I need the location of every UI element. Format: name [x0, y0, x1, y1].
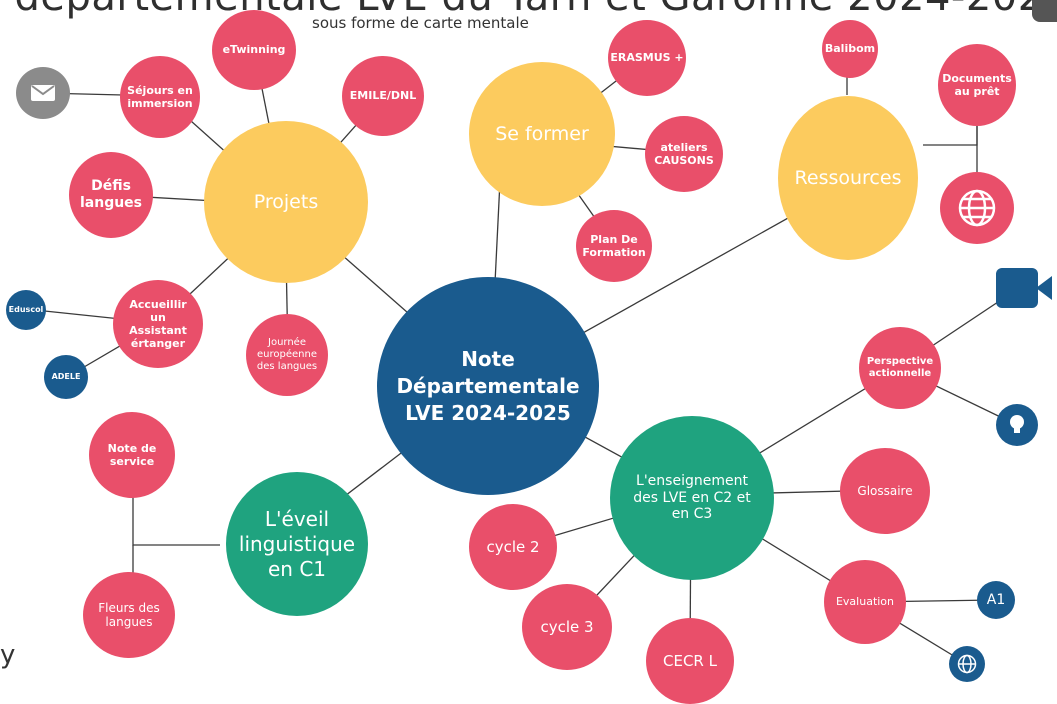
leaf-glossaire[interactable]: Glossaire: [840, 448, 930, 534]
video-camera-icon[interactable]: [996, 268, 1038, 308]
topic-se-former[interactable]: Se former: [469, 62, 615, 206]
leaf-cecrl[interactable]: CECR L: [646, 618, 734, 704]
stray-mark: y: [0, 640, 16, 670]
leaf-adele[interactable]: ADELE: [44, 355, 88, 399]
leaf-erasmus[interactable]: ERASMUS +: [608, 20, 686, 96]
leaf-plan-formation[interactable]: Plan De Formation: [576, 210, 652, 282]
page-subtitle: sous forme de carte mentale: [312, 14, 529, 32]
leaf-emile-dnl[interactable]: EMILE/DNL: [342, 56, 424, 136]
leaf-perspective-actionnelle[interactable]: Perspective actionnelle: [859, 327, 941, 409]
topic-enseignement-lve[interactable]: L'enseignement des LVE en C2 et en C3: [610, 416, 774, 580]
leaf-journee-europeenne[interactable]: Journée européenne des langues: [246, 314, 328, 396]
leaf-sejours-immersion[interactable]: Séjours en immersion: [120, 56, 200, 138]
leaf-eduscol[interactable]: Eduscol: [6, 290, 46, 330]
leaf-cycle-2[interactable]: cycle 2: [469, 504, 557, 590]
leaf-etwinning[interactable]: eTwinning: [212, 10, 296, 90]
leaf-note-de-service[interactable]: Note de service: [89, 412, 175, 498]
topic-projets[interactable]: Projets: [204, 121, 368, 283]
leaf-cycle-3[interactable]: cycle 3: [522, 584, 612, 670]
leaf-evaluation[interactable]: Evaluation: [824, 560, 906, 644]
leaf-balibom[interactable]: Balibom: [822, 20, 878, 78]
leaf-ateliers-causons[interactable]: ateliers CAUSONS: [645, 116, 723, 192]
topic-eveil-linguistique[interactable]: L'éveil linguistique en C1: [226, 472, 368, 616]
envelope-icon[interactable]: [16, 67, 70, 119]
leaf-defis-langues[interactable]: Défis langues: [69, 152, 153, 238]
leaf-accueillir-assistant[interactable]: Accueillir un Assistant értanger: [113, 280, 203, 368]
leaf-a1[interactable]: A1: [977, 581, 1015, 619]
topic-ressources[interactable]: Ressources: [778, 96, 918, 260]
globe-icon[interactable]: [940, 172, 1014, 244]
globe-small-icon[interactable]: [949, 646, 985, 682]
video-camera-lens: [1036, 276, 1052, 300]
lightbulb-icon[interactable]: [996, 404, 1038, 446]
leaf-documents-pret[interactable]: Documents au prêt: [938, 44, 1016, 126]
leaf-fleurs-des-langues[interactable]: Fleurs des langues: [83, 572, 175, 658]
corner-badge: [1032, 0, 1057, 22]
central-topic-note-departementale[interactable]: Note Départementale LVE 2024-2025: [377, 277, 599, 495]
